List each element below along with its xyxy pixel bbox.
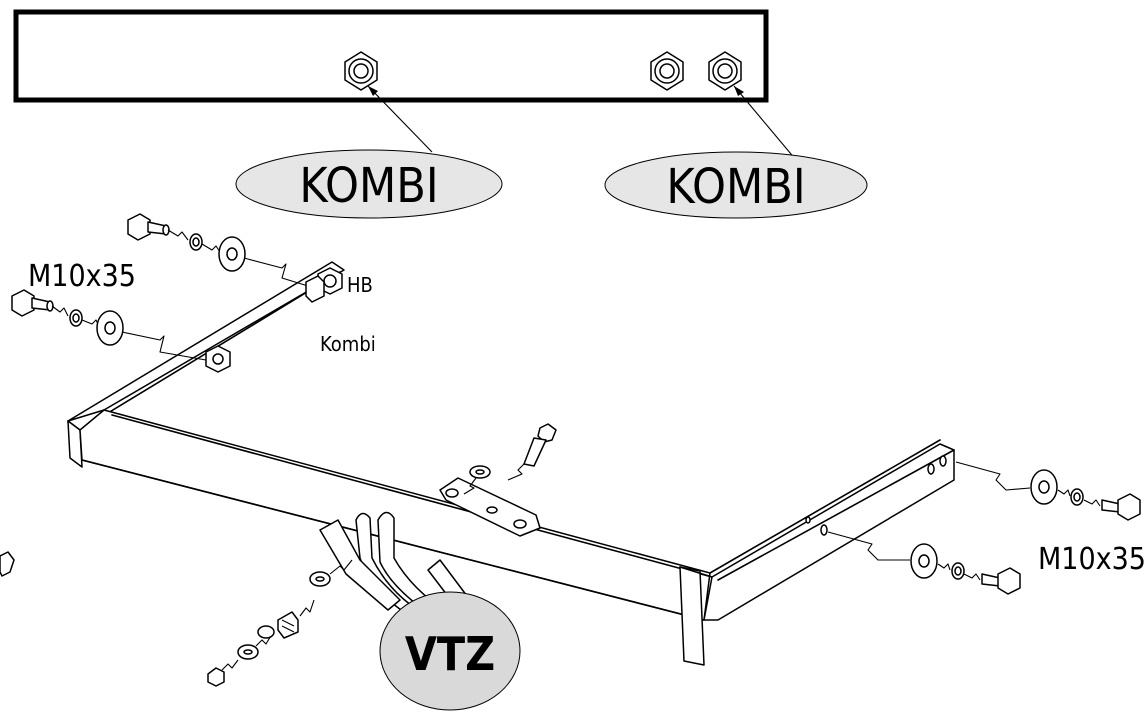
flat-washer-icon: [96, 310, 124, 346]
callout-leader-lines: [367, 85, 797, 161]
lock-washer-icon: [69, 309, 83, 327]
hex-nut-icon: [708, 51, 742, 91]
bolt-size-label-right: M10x35: [1038, 542, 1146, 577]
kombi-callout-right: KOMBI: [604, 151, 868, 219]
bolt-icon: [127, 213, 170, 241]
lock-washer-icon: [1070, 488, 1084, 506]
kombi-small-label: Kombi: [320, 332, 376, 356]
bolt-icon: [523, 423, 557, 467]
vtz-callout-label: VTZ: [405, 627, 495, 681]
kombi-callout-left-label: KOMBI: [299, 158, 438, 214]
flat-washer-icon: [469, 465, 491, 479]
fastener-stack-center: [463, 423, 557, 495]
flat-washer-icon: [257, 625, 275, 639]
vtz-callout: VTZ: [379, 591, 521, 711]
flat-washer-icon: [910, 543, 938, 579]
spacer-sleeve-icon: [277, 611, 299, 639]
flat-washer-icon: [1030, 469, 1058, 505]
lock-washer-icon: [189, 233, 203, 251]
flat-washer-icon: [309, 571, 331, 587]
hex-nut-icon: [650, 51, 684, 91]
lock-washer-icon: [951, 562, 965, 580]
bolt-icon: [11, 289, 54, 317]
flat-washer-icon: [237, 644, 259, 660]
bolt-size-label-left: M10x35: [28, 259, 136, 294]
bolt-icon: [1101, 493, 1141, 521]
fastener-stack-right-lower: [827, 531, 1021, 595]
flat-washer-icon: [218, 236, 246, 272]
hb-label: HB: [347, 273, 373, 297]
bolt-icon: [981, 567, 1021, 595]
fastener-stack-right-upper: [955, 461, 1141, 521]
bumper-detail-panel: [13, 9, 769, 103]
fastener-stack-left: [11, 289, 231, 373]
hex-nut-icon: [205, 345, 231, 373]
partial-nut-icon: [0, 551, 15, 577]
kombi-callout-left: KOMBI: [235, 149, 503, 219]
hex-nut-icon: [207, 667, 225, 687]
hex-nut-icon: [344, 51, 378, 91]
tow-bar-frame: [67, 261, 955, 666]
fastener-stack-upper-left: [127, 213, 343, 303]
hex-nut-icon: [305, 267, 343, 303]
kombi-callout-right-label: KOMBI: [666, 159, 805, 215]
fastener-stack-lower: [207, 559, 353, 687]
